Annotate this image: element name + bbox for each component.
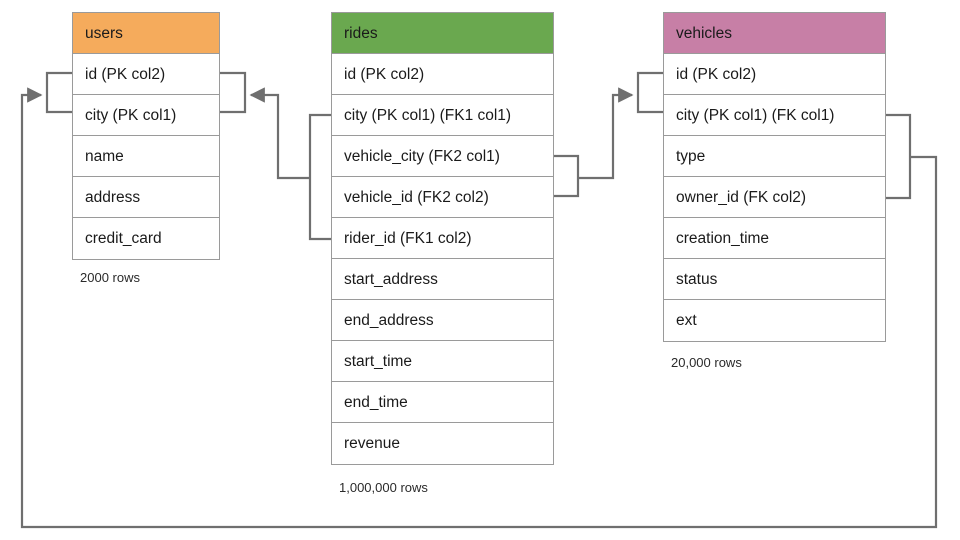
column-row[interactable]: type xyxy=(664,136,885,177)
row-count-label-rides: 1,000,000 rows xyxy=(339,480,428,495)
edge-bracket-rides-right xyxy=(554,154,580,198)
column-row[interactable]: city (PK col1) xyxy=(73,95,219,136)
edge-bracket-vehicles-left xyxy=(636,71,663,114)
column-row[interactable]: status xyxy=(664,259,885,300)
column-row[interactable]: ext xyxy=(664,300,885,341)
column-row[interactable]: credit_card xyxy=(73,218,219,259)
edge-rides-to-vehicles xyxy=(578,87,634,180)
column-row[interactable]: owner_id (FK col2) xyxy=(664,177,885,218)
column-row[interactable]: end_address xyxy=(332,300,553,341)
edge-bracket-vehicles-right xyxy=(886,113,912,200)
edge-bracket-rides-left xyxy=(308,113,331,241)
column-row[interactable]: vehicle_city (FK2 col1) xyxy=(332,136,553,177)
column-row[interactable]: id (PK col2) xyxy=(73,54,219,95)
column-row[interactable]: start_time xyxy=(332,341,553,382)
edge-bracket-users-right xyxy=(220,71,247,114)
row-count-label-vehicles: 20,000 rows xyxy=(671,355,742,370)
column-row[interactable]: revenue xyxy=(332,423,553,464)
row-count-label-users: 2000 rows xyxy=(80,270,140,285)
edge-vehicles-to-users xyxy=(20,87,938,529)
column-row[interactable]: start_address xyxy=(332,259,553,300)
column-row[interactable]: city (PK col1) (FK col1) xyxy=(664,95,885,136)
column-row[interactable]: city (PK col1) (FK1 col1) xyxy=(332,95,553,136)
column-row[interactable]: name xyxy=(73,136,219,177)
table-header-users: users xyxy=(73,13,219,54)
column-row[interactable]: creation_time xyxy=(664,218,885,259)
column-row[interactable]: id (PK col2) xyxy=(332,54,553,95)
edge-rides-to-users xyxy=(249,87,310,180)
column-row[interactable]: id (PK col2) xyxy=(664,54,885,95)
column-row[interactable]: rider_id (FK1 col2) xyxy=(332,218,553,259)
table-header-rides: rides xyxy=(332,13,553,54)
edge-bracket-users-left xyxy=(45,71,72,114)
column-row[interactable]: end_time xyxy=(332,382,553,423)
table-header-vehicles: vehicles xyxy=(664,13,885,54)
column-row[interactable]: address xyxy=(73,177,219,218)
column-row[interactable]: vehicle_id (FK2 col2) xyxy=(332,177,553,218)
